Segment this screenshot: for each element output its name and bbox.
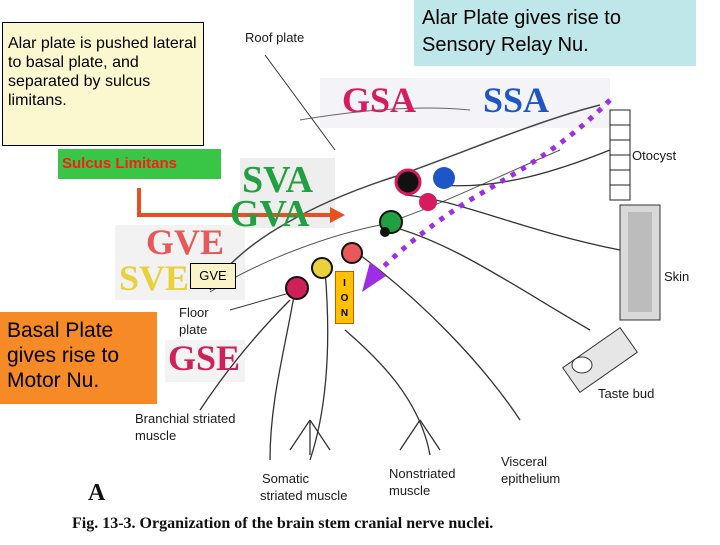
sulcus-arrow-line (137, 188, 330, 217)
label-ssa: SSA (483, 80, 549, 120)
ion-textbox: I O N (335, 271, 354, 324)
label-visceral: Visceral (501, 454, 547, 469)
gve-small-textbox: GVE (190, 263, 236, 289)
label-otocyst: Otocyst (632, 148, 676, 163)
sensory-arrow-line (373, 98, 612, 277)
sensory-wash (320, 78, 610, 128)
gse-nucleus (285, 276, 309, 300)
ion-letter-n: N (340, 308, 349, 319)
label-gve: GVE (146, 222, 224, 262)
roof-pointer (264, 54, 336, 151)
sensory-arrow-head (362, 262, 386, 292)
label-nonstriated-muscle: muscle (389, 483, 430, 498)
skin-structure (619, 204, 661, 321)
label-sva: SVA (242, 159, 314, 201)
label-nonstriated: Nonstriated (389, 466, 455, 481)
gve-nucleus (341, 242, 363, 264)
label-branchial: Branchial striated (135, 411, 235, 426)
gsa-nucleus (394, 168, 422, 196)
sve-nucleus (311, 257, 333, 279)
label-skin: Skin (664, 269, 689, 284)
label-gsa: GSA (342, 80, 416, 120)
label-branchial-muscle: muscle (135, 428, 176, 443)
gse-wash (165, 340, 245, 382)
basal-plate-textbox: Basal Plate gives rise to Motor Nu. (0, 312, 157, 404)
label-visceral-epithelium: epithelium (501, 471, 560, 486)
ssa-nucleus (433, 167, 455, 189)
roof-outline (299, 107, 471, 121)
label-sve: SVE (119, 258, 189, 298)
sulcus-limitans-textbox: Sulcus Limitans (58, 149, 221, 179)
label-floor: Floor (179, 305, 209, 320)
label-gva: GVA (230, 193, 310, 235)
panel-letter: A (88, 480, 106, 506)
sulcus-arrow-head (330, 207, 345, 223)
otocyst-structure (609, 109, 631, 201)
label-somatic-muscle: striated muscle (260, 488, 347, 503)
label-gse: GSE (168, 338, 240, 378)
alar-sensory-textbox: Alar Plate gives rise to Sensory Relay N… (414, 0, 696, 66)
ion-letter-i: I (343, 278, 346, 289)
gva-cell (380, 227, 390, 237)
taste-bud-structure (562, 326, 638, 394)
label-somatic: Somatic (262, 471, 309, 486)
label-taste-bud: Taste bud (598, 386, 654, 401)
label-plate: plate (179, 322, 207, 337)
alar-pushed-textbox: Alar plate is pushed lateral to basal pl… (2, 22, 204, 146)
gsa-cell (419, 193, 437, 211)
figure-caption: Fig. 13-3. Organization of the brain ste… (72, 515, 493, 532)
ion-letter-o: O (340, 293, 349, 304)
label-roof-plate: Roof plate (245, 30, 304, 45)
